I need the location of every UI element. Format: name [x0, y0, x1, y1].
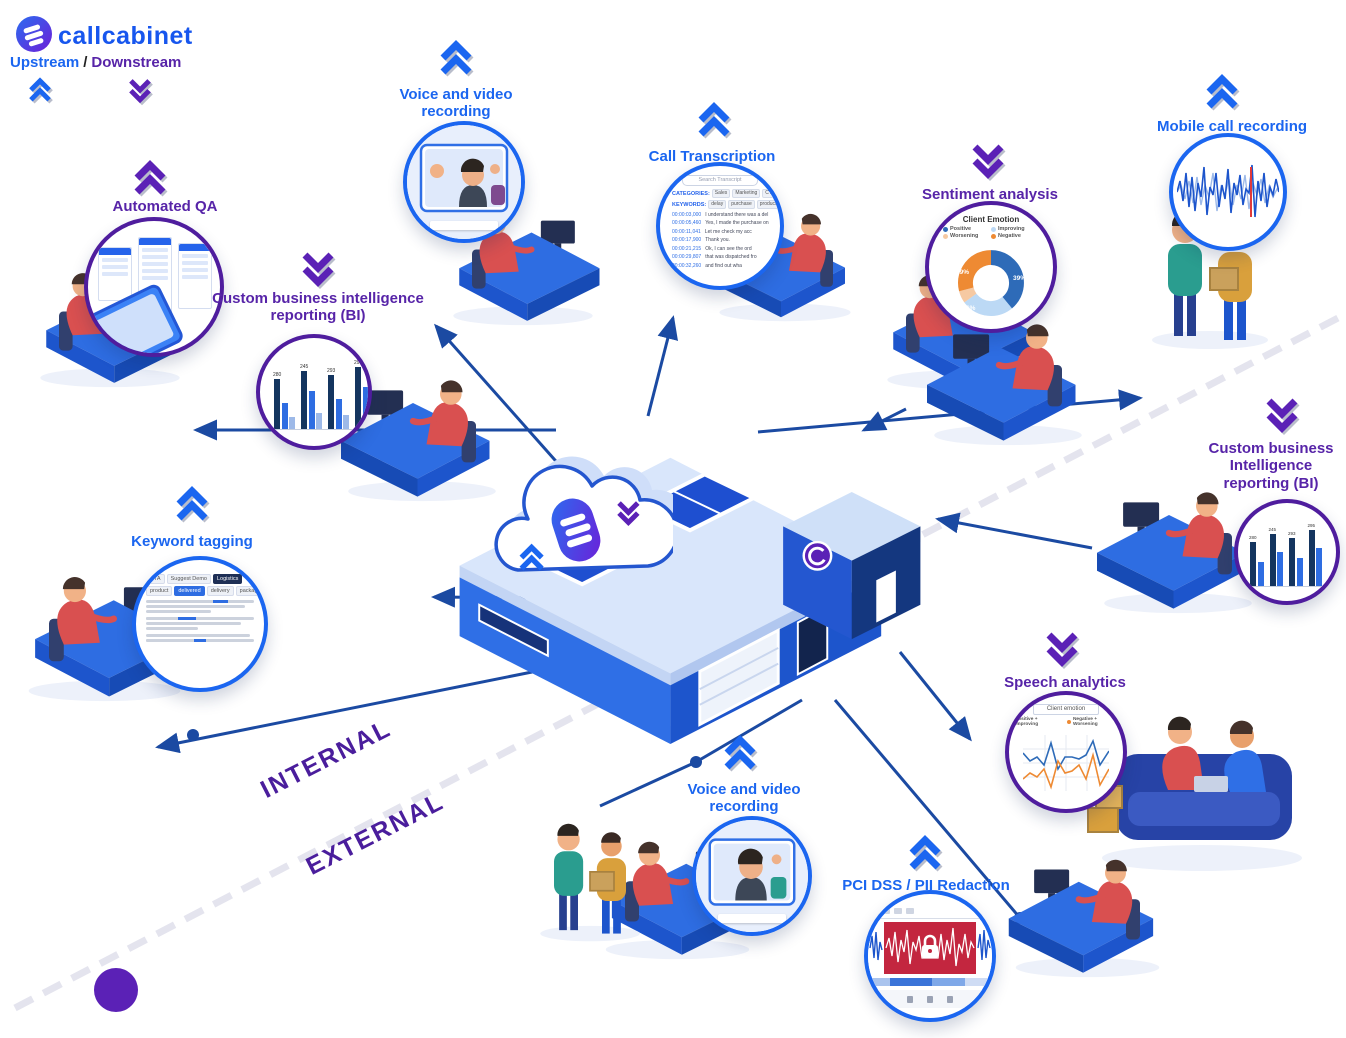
keyword-tagging-direction-icon	[172, 484, 212, 524]
video-caller-name-bar	[718, 914, 786, 923]
voice-video-bottom-direction-icon	[720, 733, 760, 773]
transcript-paragraph	[146, 600, 254, 613]
transcript-paragraph	[146, 617, 254, 630]
playback-progress-strip	[868, 978, 992, 986]
client-emotion-donut	[958, 250, 1024, 316]
audio-footer-toolbar	[868, 990, 992, 1008]
bi-right-label: Custom business Intelligence reporting (…	[1208, 440, 1334, 492]
brand-logo-icon	[16, 16, 52, 52]
decorative-purple-dot	[94, 968, 138, 1012]
video-call-illustration	[708, 838, 796, 906]
client-emotion-title: Client Emotion	[962, 215, 1020, 224]
speech-chart-legend: Positive + Improving Negative + Worsenin…	[1009, 717, 1123, 727]
building-brand-badge	[802, 540, 833, 571]
keyword-tagging-label: Keyword tagging	[131, 533, 253, 550]
speech-analytics-label: Speech analytics	[1004, 674, 1126, 691]
headquarters-building	[459, 457, 921, 745]
call-transcription-direction-icon	[694, 100, 734, 140]
pci-bubble	[864, 890, 996, 1022]
pci-label: PCI DSS / PII Redaction	[842, 877, 1010, 894]
transcript-search-input: Search Transcript	[682, 175, 758, 186]
client-emotion-legend: Positive Improving Worsening Negative	[929, 226, 1053, 239]
pci-direction-icon	[905, 833, 945, 873]
bi-right-direction-icon	[1262, 394, 1302, 434]
legend-downstream-label: Downstream	[91, 54, 182, 71]
call-transcription-bubble: Search Transcript CATEGORIES: Sales Mark…	[656, 162, 784, 290]
mobile-recording-label: Mobile call recording	[1156, 118, 1308, 135]
brand-logo-text: callcabinet	[58, 22, 193, 50]
bi-left-direction-icon	[298, 248, 338, 288]
speech-analytics-direction-icon	[1042, 628, 1082, 668]
redacted-waveform	[868, 920, 992, 976]
video-caller-name-bar	[429, 221, 499, 230]
agents-illustration-voice-video-bottom-standing	[539, 822, 641, 943]
audio-waveform	[1177, 164, 1279, 218]
legend: Upstream/Downstream	[10, 54, 181, 71]
voice-video-top-bubble	[403, 121, 525, 243]
automated-qa-bubble	[84, 217, 224, 357]
sentiment-bubble: Client Emotion Positive Improving Worsen…	[925, 201, 1057, 333]
emotion-line-chart	[1023, 735, 1109, 791]
cloud-platform-icon	[494, 456, 673, 572]
voice-video-top-direction-icon	[436, 38, 476, 78]
automated-qa-label: Automated QA	[112, 198, 218, 215]
donut-positive-value: 39%	[1013, 275, 1027, 282]
bi-left-bubble: 280 245 293 295	[256, 334, 372, 450]
donut-negative-value: 29%	[956, 269, 970, 276]
audio-toolbar	[868, 904, 992, 919]
keyword-tagging-bubble: CTA Suggest Demo Logistics product deliv…	[132, 556, 268, 692]
call-transcription-label: Call Transcription	[648, 148, 776, 165]
voice-video-top-label: Voice and video recording	[399, 86, 513, 121]
legend-upstream-label: Upstream	[10, 54, 80, 71]
mobile-recording-direction-icon	[1202, 72, 1242, 112]
bi-right-bubble: 280 245 293 295	[1234, 499, 1340, 605]
transcript-paragraph	[146, 634, 254, 642]
bi-left-label: Custom business intelligence reporting (…	[212, 290, 424, 325]
mobile-recording-bubble	[1169, 133, 1287, 251]
speech-chart-title: Client emotion	[1033, 704, 1099, 715]
donut-worsening-value: 6%	[966, 305, 976, 312]
sentiment-direction-icon	[968, 140, 1008, 180]
legend-separator: /	[83, 54, 88, 71]
cloud-brand-mark	[551, 498, 601, 562]
automated-qa-direction-icon	[130, 158, 170, 198]
video-call-illustration	[419, 143, 509, 213]
sentiment-label: Sentiment analysis	[922, 186, 1058, 203]
legend-upstream-icon	[26, 76, 54, 104]
bi-bar-chart: 280 245 293 295	[273, 360, 368, 430]
voice-video-bottom-bubble	[692, 816, 812, 936]
agent-illustration-pci	[1000, 836, 1175, 980]
legend-downstream-icon	[126, 76, 154, 104]
bi-bar-chart: 280 245 293 295	[1249, 523, 1324, 587]
keyword-chip-rows: CTA Suggest Demo Logistics product deliv…	[146, 574, 264, 596]
voice-video-bottom-label: Voice and video recording	[687, 781, 801, 816]
lock-icon	[922, 934, 938, 958]
speech-analytics-bubble: Client emotion Positive + Improving Nega…	[1005, 691, 1127, 813]
